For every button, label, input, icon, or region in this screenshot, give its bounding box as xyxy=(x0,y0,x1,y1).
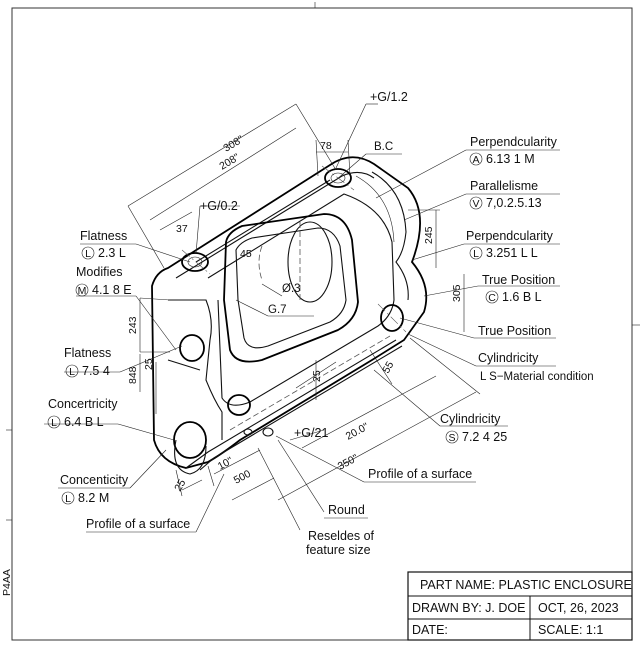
concentricity-1-value: 6.4 B L xyxy=(64,415,104,429)
title-drawn-by: DRAWN BY: J. DOE xyxy=(412,601,525,615)
label-phi: Ø.3 xyxy=(282,283,301,295)
label-profile-surface-1: Profile of a surface xyxy=(86,517,190,531)
concentricity-1-sym: L xyxy=(51,417,57,429)
flatness-2-value: 7.5 4 xyxy=(82,364,110,378)
d45: 45 xyxy=(240,248,252,260)
sheet-border xyxy=(11,7,633,641)
d25a: 25 xyxy=(143,358,155,370)
d350: 350" xyxy=(336,452,361,473)
title-scale: SCALE: 1:1 xyxy=(538,623,603,637)
label-round: Round xyxy=(328,503,365,517)
modifies-value: 4.1 8 E xyxy=(92,283,132,297)
d25b: 25 xyxy=(311,370,323,382)
modifies-sym: M xyxy=(78,285,87,297)
perpendicularity-2-sym: L xyxy=(473,248,479,260)
right-lobe-inner xyxy=(355,175,395,243)
d848: 848 xyxy=(127,366,139,384)
hole-top-left xyxy=(181,252,209,272)
title-block: PART NAME: PLASTIC ENCLOSURE DRAWN BY: J… xyxy=(407,571,633,641)
d25c: 25 xyxy=(172,477,188,493)
title-date-value: OCT, 26, 2023 xyxy=(538,601,619,615)
label-flatness-2: Flatness xyxy=(64,346,111,360)
d245: 245 xyxy=(423,226,435,244)
d243: 243 xyxy=(127,316,139,334)
d20: 20.0" xyxy=(344,421,371,443)
true-position-1-sym: C xyxy=(488,292,496,304)
label-g-top: +G/1.2 xyxy=(370,90,408,104)
d78: 78 xyxy=(320,140,332,152)
title-date-label: DATE: xyxy=(412,623,448,637)
symbol-circle-v xyxy=(469,196,483,210)
label-perpendicularity-2: Perpendcularity xyxy=(466,229,554,243)
leader-lines xyxy=(44,149,560,533)
flatness-2-sym: L xyxy=(69,366,75,378)
front-face xyxy=(167,299,223,440)
symbol-circle-a xyxy=(469,152,483,166)
label-true-position-2: True Position xyxy=(478,324,551,338)
cylindricity-2-value: 7.2 4 25 xyxy=(462,430,507,444)
label-g-low: +G/21 xyxy=(294,426,328,440)
concentricity-2-value: 8.2 M xyxy=(78,491,109,505)
inner-boss xyxy=(287,221,333,303)
label-modifies: Modifies xyxy=(76,265,123,279)
right-lobe xyxy=(371,171,409,301)
cavity-window xyxy=(223,213,359,363)
hole-right-boss xyxy=(380,304,404,332)
bottom-edge xyxy=(185,339,403,471)
d500: 500 xyxy=(232,468,253,487)
label-flatness-1: Flatness xyxy=(80,229,127,243)
label-concentricity-2: Concenticity xyxy=(60,473,129,487)
perpendicularity-2-value: 3.251 L L xyxy=(486,246,538,260)
cylindricity-2-sym: S xyxy=(448,432,455,444)
d10: 10" xyxy=(216,455,235,473)
bottom-hidden xyxy=(229,335,391,431)
d37: 37 xyxy=(176,223,188,235)
dimension-lines xyxy=(127,103,481,531)
label-parallelism: Parallelisme xyxy=(470,179,538,193)
gdt-labels: Perpendcularity A 6.13 1 M Parallelisme … xyxy=(47,90,594,557)
label-reselect-2: feature size xyxy=(306,543,371,557)
perpendicularity-1-value: 6.13 1 M xyxy=(486,152,535,166)
top-rim xyxy=(195,179,395,406)
perpendicularity-1-sym: A xyxy=(472,154,479,166)
flatness-1-sym: L xyxy=(85,248,91,260)
part-outline xyxy=(151,156,428,469)
concentricity-2-sym: L xyxy=(65,493,71,505)
label-concentricity-1: Concertricity xyxy=(48,397,118,411)
hole-front-large xyxy=(173,421,207,459)
true-position-1-value: 1.6 B L xyxy=(502,290,542,304)
label-bc: B.C xyxy=(374,141,393,153)
cavity-inner xyxy=(235,227,347,349)
top-face-edge xyxy=(175,171,375,279)
parallelism-value: 7,0.2.5.13 xyxy=(486,196,542,210)
label-true-position-1: True Position xyxy=(482,273,555,287)
label-profile-surface-2: Profile of a surface xyxy=(368,467,472,481)
enclosure-part xyxy=(151,156,428,475)
d55: 55 xyxy=(380,359,396,375)
d208: 208" xyxy=(217,151,242,172)
label-g-mid: +G/0.2 xyxy=(200,199,238,213)
title-part-name: PART NAME: PLASTIC ENCLOSURE xyxy=(420,578,632,592)
small-hole xyxy=(262,427,274,437)
cylindricity-1-value: L S−Material condition xyxy=(480,371,594,383)
label-perpendicularity-1: Perpendcularity xyxy=(470,135,558,149)
flatness-1-value: 2.3 L xyxy=(98,246,126,260)
hidden-lines xyxy=(258,222,301,300)
hole-top-right xyxy=(324,168,352,188)
hole-left-boss xyxy=(179,334,205,362)
label-g7: G.7 xyxy=(268,304,287,316)
hole-bottom-mid xyxy=(227,394,251,416)
label-cylindricity-2: Cylindricity xyxy=(440,412,501,426)
parallelism-sym: V xyxy=(472,198,479,210)
margin-code: P4AA xyxy=(1,569,13,596)
label-reselect-1: Reseldes of xyxy=(308,529,375,543)
label-cylindricity-1: Cylindricity xyxy=(478,351,539,365)
d305: 305 xyxy=(451,284,463,302)
